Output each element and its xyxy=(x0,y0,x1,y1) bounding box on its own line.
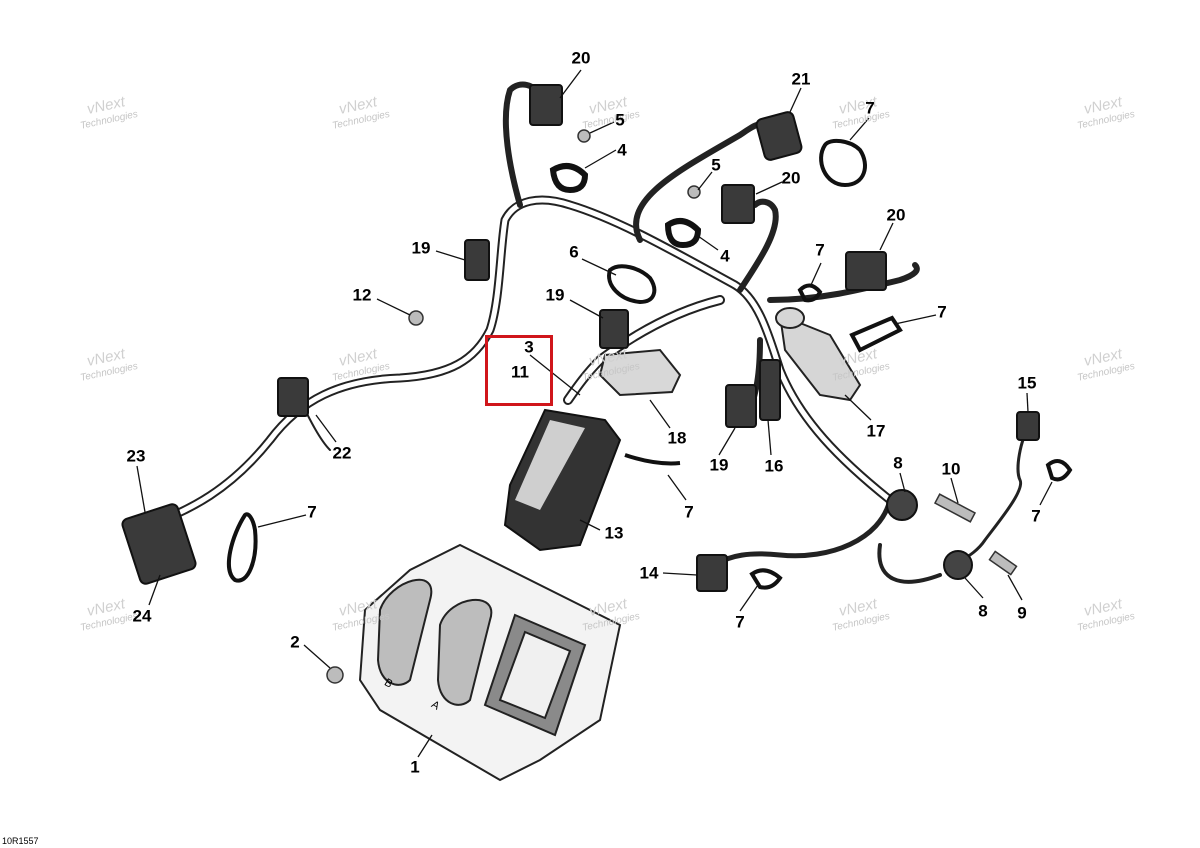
harness-branch-20-mid xyxy=(737,198,779,293)
callout-7[interactable]: 7 xyxy=(684,502,694,522)
connector-22 xyxy=(277,377,309,417)
callout-4[interactable]: 4 xyxy=(617,140,627,160)
screw-5a xyxy=(577,129,591,143)
callout-10[interactable]: 10 xyxy=(941,459,961,479)
callout-7[interactable]: 7 xyxy=(865,98,875,118)
callout-13[interactable]: 13 xyxy=(604,523,624,543)
clip-7-mid xyxy=(797,283,823,303)
cable-tie-7-left xyxy=(226,512,258,583)
harness-branch-20-right xyxy=(767,262,920,303)
fuse-box-13 xyxy=(503,408,622,552)
callout-22[interactable]: 22 xyxy=(332,443,352,463)
callout-8[interactable]: 8 xyxy=(978,601,988,621)
callout-17[interactable]: 17 xyxy=(866,421,886,441)
callout-7[interactable]: 7 xyxy=(735,612,745,632)
connector-23-24 xyxy=(121,503,197,585)
connector-16 xyxy=(759,359,781,421)
connector-20-mid xyxy=(721,184,755,224)
cable-tie-7-low xyxy=(624,453,681,466)
relay-18 xyxy=(598,348,682,397)
grommet-4a xyxy=(549,163,589,194)
callout-20[interactable]: 20 xyxy=(781,168,801,188)
grommet-4b xyxy=(664,218,702,249)
callout-5[interactable]: 5 xyxy=(711,155,721,175)
callout-20[interactable]: 20 xyxy=(571,48,591,68)
callout-7[interactable]: 7 xyxy=(307,502,317,522)
callout-18[interactable]: 18 xyxy=(667,428,687,448)
highlight-box xyxy=(485,335,553,406)
callout-3[interactable]: 3 xyxy=(524,337,534,357)
ground-terminal-8a xyxy=(886,489,918,521)
screw-12 xyxy=(408,310,424,326)
callout-11[interactable]: 11 xyxy=(511,362,529,382)
callout-12[interactable]: 12 xyxy=(352,285,372,305)
callout-19[interactable]: 19 xyxy=(411,238,431,258)
clip-7-bottom xyxy=(749,568,783,590)
drawing-code: 10R1557 xyxy=(2,836,39,846)
callout-8[interactable]: 8 xyxy=(893,453,903,473)
callout-15[interactable]: 15 xyxy=(1017,373,1037,393)
callout-20[interactable]: 20 xyxy=(886,205,906,225)
screw-2 xyxy=(326,666,344,684)
callout-6[interactable]: 6 xyxy=(569,242,579,262)
cable-tie-7-top xyxy=(819,138,867,188)
callout-7[interactable]: 7 xyxy=(1031,506,1041,526)
callout-9[interactable]: 9 xyxy=(1017,603,1027,623)
callout-19[interactable]: 19 xyxy=(545,285,565,305)
connector-20-top xyxy=(529,84,563,126)
callout-4[interactable]: 4 xyxy=(720,246,730,266)
connector-19c xyxy=(725,384,757,428)
callout-24[interactable]: 24 xyxy=(132,606,152,626)
connector-21 xyxy=(755,111,803,161)
callout-5[interactable]: 5 xyxy=(615,110,625,130)
callout-7[interactable]: 7 xyxy=(937,302,947,322)
bolt-9 xyxy=(988,550,1018,576)
callout-7[interactable]: 7 xyxy=(815,240,825,260)
connector-14 xyxy=(696,554,728,592)
connector-15 xyxy=(1016,411,1040,441)
cable-tie-6 xyxy=(607,264,657,305)
cable-tie-7-mid xyxy=(849,315,903,353)
clip-7-right xyxy=(1045,459,1073,482)
harness-branch-ground xyxy=(712,497,893,568)
connector-20-right xyxy=(845,251,887,291)
callout-2[interactable]: 2 xyxy=(290,632,300,652)
harness-branch-15 xyxy=(953,423,1032,567)
callout-23[interactable]: 23 xyxy=(126,446,146,466)
screw-5b xyxy=(687,185,701,199)
ecu-1 xyxy=(358,543,622,782)
connector-19a xyxy=(464,239,490,281)
bolt-10 xyxy=(933,493,977,523)
connector-19b xyxy=(599,309,629,349)
callout-21[interactable]: 21 xyxy=(791,69,811,89)
callout-16[interactable]: 16 xyxy=(764,456,784,476)
callout-1[interactable]: 1 xyxy=(410,757,420,777)
ground-terminal-8b xyxy=(943,550,973,580)
callout-14[interactable]: 14 xyxy=(639,563,659,583)
callout-19[interactable]: 19 xyxy=(709,455,729,475)
